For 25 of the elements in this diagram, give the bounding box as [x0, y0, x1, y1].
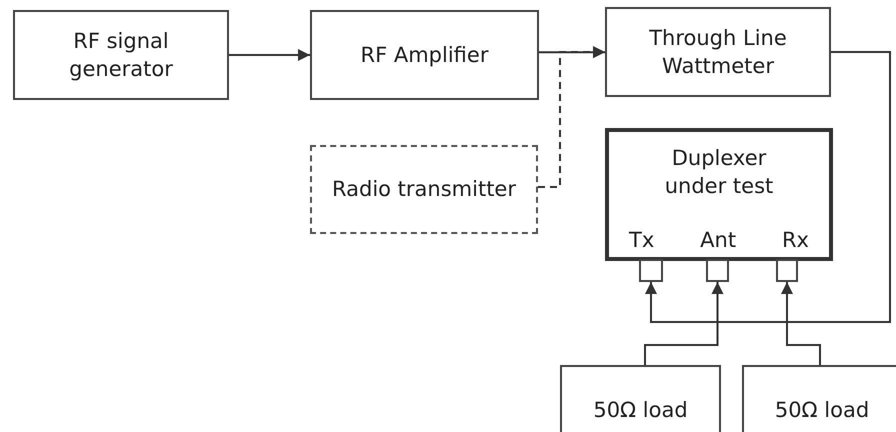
process-box: [605, 7, 831, 97]
arrow: [781, 282, 821, 365]
arrow: [644, 282, 724, 365]
port-box: [706, 259, 729, 282]
device-box: [605, 128, 833, 261]
arrow: [538, 46, 605, 188]
optional-box: [310, 145, 538, 234]
node-label: RF Amplifier: [360, 42, 488, 69]
node-label: 50Ω load: [593, 396, 688, 424]
process-box: [310, 10, 539, 100]
arrow: [229, 49, 310, 61]
process-box: [742, 365, 896, 432]
port-label: Rx: [782, 228, 809, 253]
arrow: [645, 51, 891, 323]
port-label: Ant: [700, 228, 736, 253]
port-box: [639, 259, 663, 282]
node-label: RF signal generator: [68, 28, 174, 83]
node-label: Through Line Wattmeter: [648, 24, 788, 80]
process-box: [13, 10, 229, 100]
node-label: 50Ω load: [774, 396, 870, 424]
process-box: [560, 365, 721, 432]
node-label: Duplexer under test: [664, 145, 774, 200]
port-label: Tx: [629, 228, 654, 253]
port-box: [776, 259, 798, 282]
node-label: Radio transmitter: [332, 176, 516, 204]
